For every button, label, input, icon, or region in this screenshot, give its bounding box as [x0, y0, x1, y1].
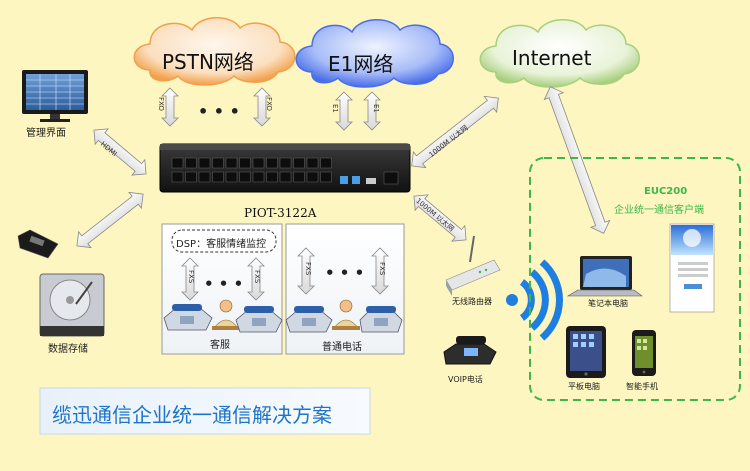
- ethernet-port: [266, 157, 278, 169]
- e1-link-label-left: E1: [331, 104, 339, 113]
- fxo-dots: • • •: [198, 102, 240, 121]
- euc-region: [529, 157, 741, 401]
- internet-euc-arrow: [543, 86, 611, 234]
- ethernet-port: [171, 171, 184, 183]
- desk-phone-icon: [235, 306, 283, 333]
- ethernet-port: [293, 171, 305, 183]
- ethernet-port: [306, 171, 319, 183]
- smartphone-label: 智能手机: [626, 382, 658, 391]
- ethernet-port: [320, 171, 332, 183]
- switch-ports: [171, 157, 332, 183]
- voip-phone-icon: [443, 336, 497, 365]
- ethernet-port: [225, 157, 238, 169]
- e1-arrow-left: [335, 91, 353, 131]
- fxo-arrow-left: [161, 87, 179, 127]
- storage-arrow: [76, 191, 144, 249]
- laptop-label: 笔记本电脑: [588, 299, 628, 308]
- fxs-label-1: FXS: [187, 270, 195, 284]
- fxs-label-2: FXS: [253, 270, 261, 284]
- fxo-label-right: FXO: [265, 97, 273, 111]
- laptop-icon: [566, 256, 643, 297]
- monitor-icon: [22, 70, 88, 122]
- ethernet-port: [293, 157, 305, 169]
- fxs-arrow-3: [297, 247, 315, 295]
- ethernet-port: [198, 157, 211, 169]
- pstn-network-label: PSTN网络: [162, 50, 254, 74]
- footer-title: 缆迅通信企业统一通信解决方案: [52, 403, 332, 427]
- ethernet-port: [185, 157, 197, 169]
- ethernet-port: [306, 157, 319, 169]
- desk-phone-icon: [285, 306, 333, 333]
- device-model-label: PIOT-3122A: [244, 206, 317, 220]
- voip-label: VOIP电话: [448, 375, 483, 384]
- fxs-arrow-2: [247, 257, 265, 301]
- ethernet-port: [266, 171, 278, 183]
- tablet-label: 平板电脑: [568, 382, 600, 391]
- eth-arrow-top: [411, 95, 499, 169]
- fxs-arrow-4: [371, 247, 389, 295]
- eth-arrow-bottom: [413, 194, 467, 242]
- ethernet-port: [171, 157, 184, 169]
- euc-title: EUC200: [644, 186, 688, 197]
- service-dots: • • •: [204, 275, 244, 293]
- fxs-label-3: FXS: [304, 262, 312, 276]
- ethernet-port: [212, 171, 224, 183]
- fxs-arrow-1: [181, 257, 199, 301]
- fxo-arrow-right: [253, 87, 271, 127]
- phone-box-title: 普通电话: [322, 342, 362, 353]
- euc-subtitle: 企业统一通信客户端: [614, 205, 704, 216]
- tablet-icon: [566, 326, 606, 378]
- euc-client-screen: [669, 223, 715, 313]
- fxs-label-4: FXS: [378, 262, 386, 276]
- ethernet-port: [198, 171, 211, 183]
- ethernet-port: [320, 157, 332, 169]
- ethernet-port: [212, 157, 224, 169]
- service-box-title: 客服: [210, 340, 230, 351]
- management-label: 管理界面: [26, 128, 66, 139]
- e1-arrow-right: [363, 91, 381, 131]
- e1-link-label-right: E1: [372, 104, 380, 113]
- hdmi-arrow: [93, 128, 147, 176]
- ethernet-port: [225, 171, 238, 183]
- internet-label: Internet: [512, 46, 592, 70]
- router-label: 无线路由器: [452, 297, 492, 306]
- ethernet-port: [239, 157, 251, 169]
- dsp-monitor-label: DSP：客服情绪监控: [176, 239, 267, 250]
- ethernet-port: [252, 171, 265, 183]
- smartphone-icon: [632, 330, 656, 376]
- footer-panel: [39, 387, 371, 435]
- wifi-signal-icon: [506, 259, 563, 341]
- ethernet-port: [279, 157, 292, 169]
- internet-cloud: [479, 19, 640, 88]
- e1-network-label: E1网络: [328, 52, 394, 76]
- hard-drive-icon: [39, 273, 105, 337]
- e1-cloud: [295, 19, 454, 88]
- ethernet-port: [239, 171, 251, 183]
- fxo-label-left: FXO: [157, 97, 165, 111]
- desk-phone-icon: [359, 306, 403, 333]
- wifi-router-icon: [445, 235, 501, 296]
- storage-label: 数据存储: [48, 344, 88, 355]
- desk-phone-icon: [163, 304, 213, 331]
- phone-dots: • • •: [325, 264, 365, 282]
- operator-icon: [332, 299, 360, 330]
- ethernet-port: [279, 171, 292, 183]
- sd-card-icon: [17, 229, 59, 259]
- operator-icon: [212, 299, 240, 330]
- ethernet-port: [185, 171, 197, 183]
- piot-switch: [159, 143, 411, 193]
- ethernet-port: [252, 157, 265, 169]
- pstn-cloud: [133, 17, 296, 86]
